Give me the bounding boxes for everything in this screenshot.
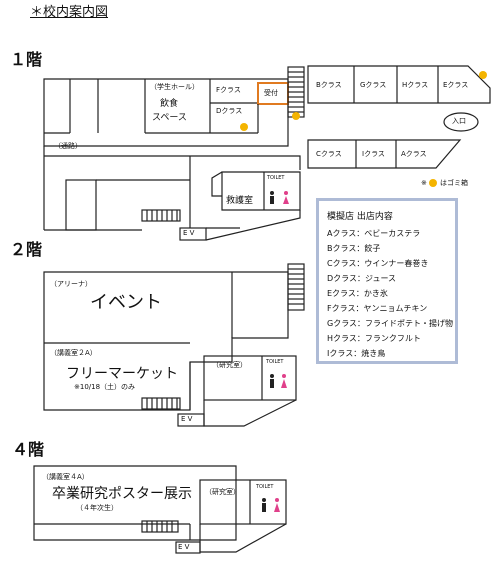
legend-item: Fクラス：ヤンニョムチキン — [327, 304, 428, 313]
f1-east-bottom-wing — [307, 139, 462, 169]
trash-note-label: はゴミ箱 — [440, 179, 468, 187]
f1-west-wing — [43, 78, 289, 147]
class-d-room: Dクラス — [216, 107, 243, 115]
elevator-label: E V — [178, 543, 190, 551]
legend-title: 模擬店 出店内容 — [327, 212, 393, 222]
toilet-label: TOILET — [256, 484, 274, 490]
floor-2-label: ２階 — [10, 240, 43, 259]
legend-item: Dクラス：ジュース — [327, 274, 397, 283]
stairs-icon — [141, 209, 181, 222]
trash-dot-icon — [479, 71, 487, 79]
floor-1-label: １階 — [10, 50, 43, 69]
class-i-room: Iクラス — [362, 150, 385, 158]
class-f-room: Fクラス — [216, 86, 241, 94]
class-g-room: Gクラス — [360, 81, 387, 89]
student-hall-label: （学生ホール） — [150, 83, 199, 91]
lab-2f-label: （研究室） — [212, 361, 247, 369]
entrance-marker — [443, 112, 479, 132]
class-h-room: Hクラス — [402, 81, 429, 89]
trash-dot-icon — [240, 123, 248, 131]
elevator-label: E V — [183, 229, 195, 237]
legend-item: Gクラス：フライドポテト・揚げ物 — [327, 319, 454, 328]
trash-dot-icon — [429, 179, 437, 187]
poster-exhibit-label: 卒業研究ポスター展示 — [52, 486, 192, 502]
stairs-icon — [141, 520, 179, 533]
lecture-4a-label: （講義室４A） — [42, 473, 89, 481]
stairs-icon — [141, 397, 181, 410]
flea-market-note: ※10/18（土）のみ — [74, 383, 136, 391]
class-a-room: Aクラス — [401, 150, 427, 158]
male-toilet-icon — [262, 191, 274, 512]
food-space-label-1: 飲食 — [160, 99, 179, 109]
class-b-room: Bクラス — [316, 81, 342, 89]
class-e-room: Eクラス — [443, 81, 469, 89]
stairs-icon — [287, 263, 305, 311]
trash-note-mark: ※ — [421, 179, 427, 187]
shop-legend: 模擬店 出店内容 Aクラス：ベビーカステラ Bクラス：餃子 Cクラス：ウインナー… — [316, 198, 458, 364]
f1-east-top-wing — [307, 65, 491, 104]
passage-label: （通路） — [54, 142, 82, 150]
stairs-icon — [287, 66, 305, 118]
reception-label: 受付 — [264, 89, 278, 97]
legend-item: Aクラス：ベビーカステラ — [327, 229, 421, 238]
lab-4f-label: （研究室） — [205, 488, 240, 496]
floor-4-label: ４階 — [12, 440, 45, 459]
toilet-label: TOILET — [266, 359, 284, 365]
legend-item: Eクラス：かき氷 — [327, 289, 388, 298]
poster-exhibit-note: （４年次生） — [76, 504, 118, 512]
f4-outline — [33, 465, 237, 541]
event-label: イベント — [90, 292, 162, 313]
trash-dot-icon — [292, 112, 300, 120]
lecture-2a-label: （講義室２A） — [50, 349, 97, 357]
legend-item: Bクラス：餃子 — [327, 244, 381, 253]
legend-item: Hクラス：フランクフルト — [327, 334, 421, 343]
nurse-room-label: 救護室 — [226, 196, 254, 206]
female-toilet-icon — [274, 191, 289, 512]
class-c-room: Cクラス — [316, 150, 342, 158]
page-title: ＊校内案内図 — [30, 5, 109, 20]
legend-item: Cクラス：ウインナー春巻き — [327, 259, 429, 268]
toilet-label: TOILET — [267, 175, 285, 181]
flea-market-label: フリーマーケット — [66, 366, 178, 382]
food-space-label-2: スペース — [152, 113, 187, 123]
arena-label: （アリーナ） — [50, 280, 92, 288]
entrance-label: 入口 — [452, 117, 466, 125]
elevator-label: E V — [181, 415, 193, 423]
legend-item: Iクラス：焼き鳥 — [327, 349, 386, 358]
